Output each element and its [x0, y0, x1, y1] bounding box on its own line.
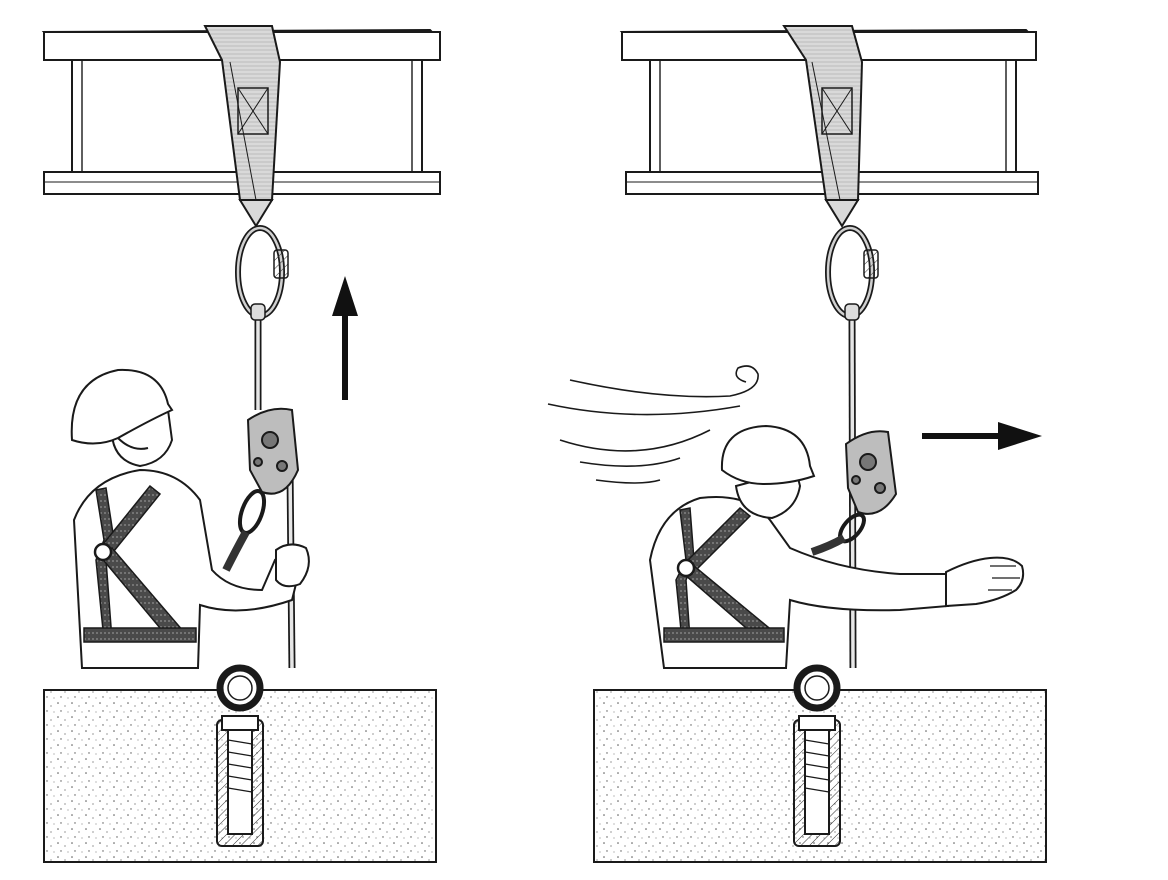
arrow-up-icon — [332, 276, 358, 400]
anchor-sling-right — [782, 25, 864, 228]
concrete-anchor-right — [593, 664, 1047, 863]
wind-lines-icon — [547, 365, 759, 484]
concrete-anchor-left — [43, 664, 437, 863]
lanyard-right — [810, 512, 866, 556]
screwgate-carabiner-left — [235, 225, 289, 319]
arrow-right-icon — [922, 422, 1042, 450]
worker-left — [70, 368, 310, 669]
safety-helmet-right-icon — [720, 424, 816, 486]
full-body-harness-left — [83, 484, 197, 643]
worker-right — [648, 424, 1025, 669]
lanyard-left — [222, 489, 267, 572]
right-panel — [547, 25, 1047, 863]
full-body-harness-right — [663, 506, 785, 643]
safety-helmet-left-icon — [70, 368, 174, 445]
anchor-sling-left — [203, 25, 282, 228]
rope-grab-device-left — [246, 407, 300, 495]
left-panel — [41, 25, 441, 863]
rope-grab-device-right — [844, 430, 898, 515]
screwgate-carabiner-right — [825, 225, 879, 319]
